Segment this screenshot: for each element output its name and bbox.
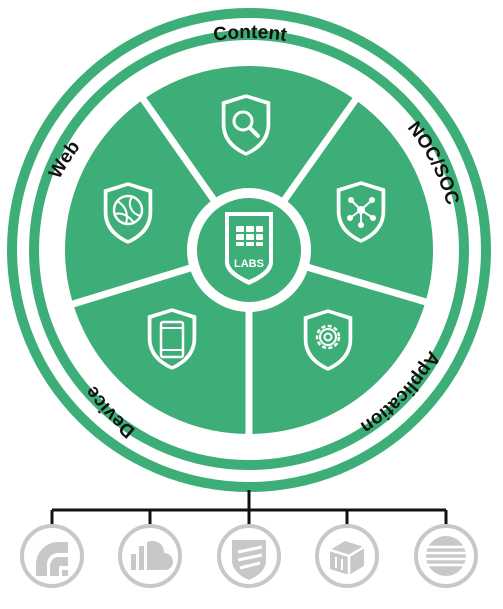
fortiguard-shield-product-icon[interactable] bbox=[217, 524, 281, 588]
wireless-product-icon[interactable] bbox=[20, 524, 84, 588]
cloud-product-icon[interactable] bbox=[118, 524, 182, 588]
bottom-icons bbox=[20, 524, 478, 588]
magnifier-shield-icon bbox=[221, 94, 271, 156]
segment-noc-soc[interactable] bbox=[336, 181, 386, 243]
segment-web[interactable] bbox=[103, 182, 153, 244]
segment-label-content: Content bbox=[212, 22, 289, 46]
firewall-lines-product-icon[interactable] bbox=[414, 524, 478, 588]
mobile-device-shield-icon bbox=[147, 308, 197, 370]
network-nodes-shield-icon bbox=[336, 181, 386, 243]
globe-shield-icon bbox=[103, 182, 153, 244]
labs-logo-icon: LABS bbox=[225, 212, 273, 285]
segment-application[interactable] bbox=[303, 309, 353, 371]
segment-content[interactable] bbox=[221, 94, 271, 156]
hub-label: LABS bbox=[234, 258, 264, 270]
segment-device[interactable] bbox=[147, 308, 197, 370]
gear-shield-icon bbox=[303, 309, 353, 371]
tree-connector bbox=[50, 490, 448, 526]
appliance-box-product-icon[interactable] bbox=[315, 524, 379, 588]
